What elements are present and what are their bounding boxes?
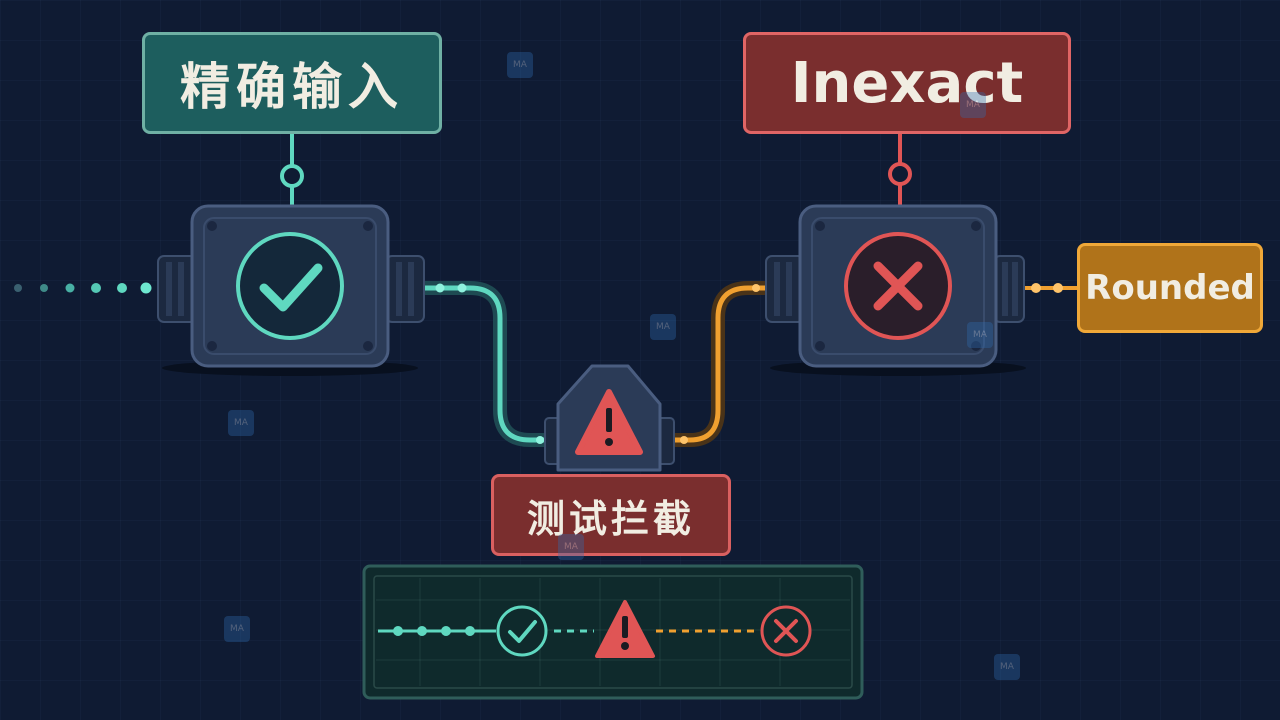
- x-icon: [844, 232, 952, 340]
- watermark-logo: MA: [994, 654, 1020, 680]
- rounded-connector: [1024, 283, 1077, 293]
- watermark-logo: MA: [650, 314, 676, 340]
- legend-x-icon: [760, 605, 812, 657]
- rounded-label: Rounded: [1077, 243, 1263, 333]
- exact-input-label: 精确输入: [142, 32, 442, 134]
- teal-pipe: [418, 281, 555, 447]
- connector-inexact: [888, 134, 912, 208]
- test-intercept-label: 测试拦截: [491, 474, 731, 556]
- watermark: MA: [228, 410, 254, 436]
- pass-device: [157, 204, 425, 376]
- fail-device: [765, 204, 1026, 376]
- watermark: MA: [967, 322, 993, 348]
- watermark-logo: MA: [960, 92, 986, 118]
- legend-warning-icon: [595, 600, 655, 658]
- watermark: MA: [507, 52, 533, 78]
- gate-device: [544, 364, 675, 472]
- watermark-logo: MA: [507, 52, 533, 78]
- watermark-logo: MA: [224, 616, 250, 642]
- watermark-logo: MA: [558, 534, 584, 560]
- legend-check-icon: [496, 605, 548, 657]
- warning-icon: [575, 389, 643, 455]
- watermark: MA: [960, 92, 986, 118]
- watermark-logo: MA: [967, 322, 993, 348]
- watermark-logo: MA: [228, 410, 254, 436]
- flow-legend-panel: [362, 564, 864, 700]
- watermark: MA: [224, 616, 250, 642]
- check-icon: [236, 232, 344, 340]
- orange-pipe: [667, 281, 777, 447]
- watermark: MA: [650, 314, 676, 340]
- inexact-label: Inexact: [743, 32, 1071, 134]
- watermark: MA: [994, 654, 1020, 680]
- input-signal-line: [14, 282, 152, 294]
- connector-exact: [280, 134, 304, 208]
- watermark: MA: [558, 534, 584, 560]
